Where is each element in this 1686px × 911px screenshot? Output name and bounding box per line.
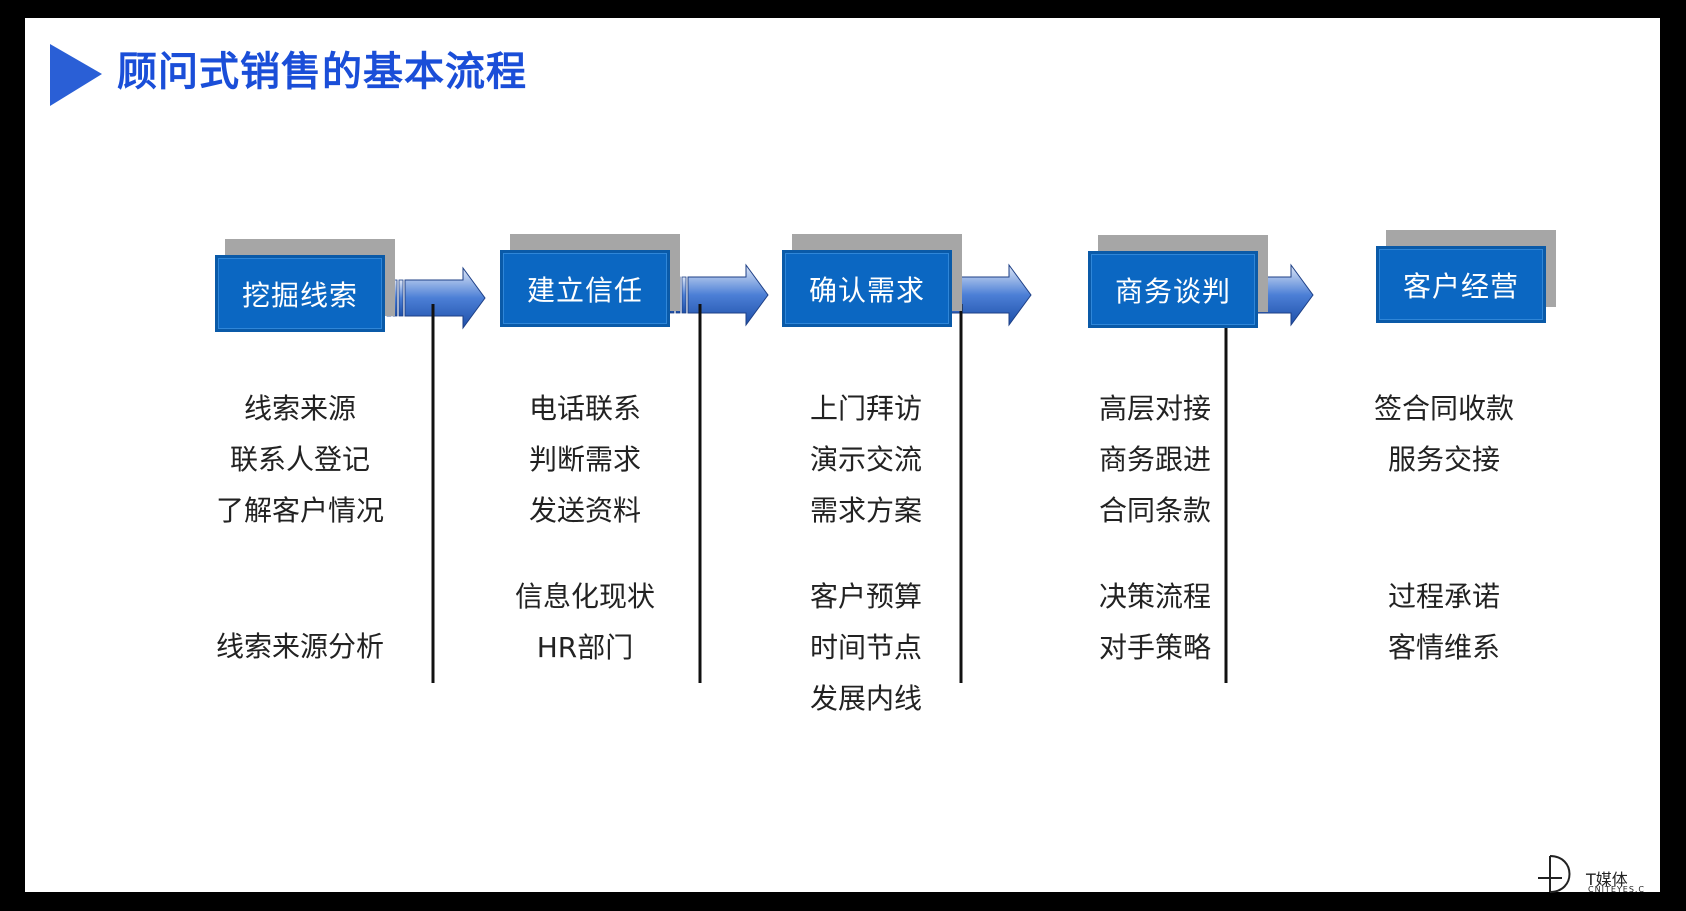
stage-5-items-a: 签合同收款 服务交接 <box>1324 383 1564 485</box>
stage-2-items-a: 电话联系 判断需求 发送资料 <box>465 383 705 536</box>
list-item: 发展内线 <box>809 682 922 715</box>
list-item: 服务交接 <box>1387 443 1500 476</box>
list-item: 客情维系 <box>1387 631 1500 664</box>
list-item: 商务跟进 <box>1098 443 1211 476</box>
list-item: 发送资料 <box>528 494 641 527</box>
list-item: 了解客户情况 <box>215 494 384 527</box>
list-item: 决策流程 <box>1098 580 1211 613</box>
stage-box: 挖掘线索 <box>215 255 385 332</box>
list-item: 信息化现状 <box>514 580 655 613</box>
watermark-text: T媒体 <box>1586 870 1628 889</box>
stage-3-items-b: 客户预算 时间节点 发展内线 <box>746 571 986 724</box>
list-item: 线索来源分析 <box>215 630 384 663</box>
flow-arrow-1 <box>386 266 486 330</box>
stage-box: 确认需求 <box>782 250 952 327</box>
page-title: 顾问式销售的基本流程 <box>117 49 527 95</box>
list-item: 判断需求 <box>528 443 641 476</box>
stage-box: 建立信任 <box>500 250 670 327</box>
list-item: 对手策略 <box>1098 631 1211 664</box>
list-item: 线索来源 <box>243 392 356 425</box>
list-item: 上门拜访 <box>809 392 922 425</box>
stage-5-items-b: 过程承诺 客情维系 <box>1324 571 1564 673</box>
list-item: 签合同收款 <box>1373 392 1514 425</box>
stage-4: 商务谈判 <box>1088 235 1268 328</box>
stage-5: 客户经营 <box>1376 230 1556 323</box>
stage-4-items-b: 决策流程 对手策略 <box>1035 571 1275 673</box>
stage-box: 商务谈判 <box>1088 251 1258 328</box>
stage-2-items-b: 信息化现状 HR部门 <box>465 571 705 673</box>
list-item: 电话联系 <box>528 392 641 425</box>
watermark-logo-icon <box>1538 855 1571 893</box>
list-item: HR部门 <box>536 631 634 664</box>
list-item: 时间节点 <box>809 631 922 664</box>
slide: 顾问式销售的基本流程 挖掘线索 线索来源 联系人登记 了解客户情况 线索来源分析… <box>25 18 1660 892</box>
list-item: 过程承诺 <box>1387 580 1500 613</box>
list-item: 联系人登记 <box>229 443 370 476</box>
flow-arrow-2 <box>669 263 769 327</box>
stage-1: 挖掘线索 <box>215 239 395 332</box>
stage-3-items-a: 上门拜访 演示交流 需求方案 <box>746 383 986 536</box>
list-item: 演示交流 <box>809 443 922 476</box>
stage-1-items-b: 线索来源分析 <box>180 621 420 672</box>
title-play-icon <box>50 44 102 106</box>
list-item: 客户预算 <box>809 580 922 613</box>
stage-4-items-a: 高层对接 商务跟进 合同条款 <box>1035 383 1275 536</box>
watermark-subtext: CNITEYES.C <box>1588 885 1646 894</box>
list-item: 合同条款 <box>1098 494 1211 527</box>
stage-3: 确认需求 <box>782 234 962 327</box>
stage-box: 客户经营 <box>1376 246 1546 323</box>
stage-2: 建立信任 <box>500 234 680 327</box>
list-item: 高层对接 <box>1098 392 1211 425</box>
stage-1-items-a: 线索来源 联系人登记 了解客户情况 <box>180 383 420 536</box>
list-item: 需求方案 <box>809 494 922 527</box>
